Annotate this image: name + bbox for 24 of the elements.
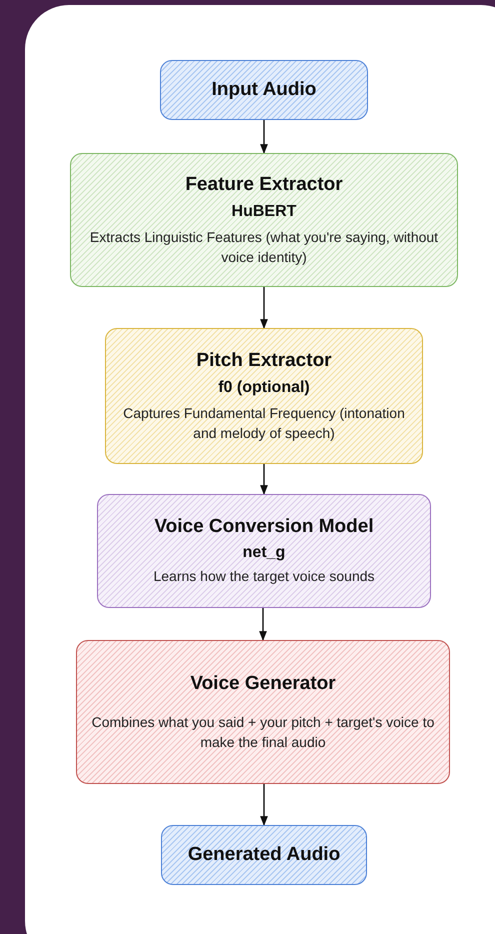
box-title: Feature Extractor	[185, 172, 343, 196]
box-title: Voice Generator	[190, 672, 336, 696]
arrow	[260, 464, 268, 495]
process-box	[105, 328, 423, 464]
box-title: Voice Conversion Model	[154, 515, 374, 540]
box-subtitle: HuBERT	[232, 202, 296, 222]
box-description: Learns how the target voice sounds	[153, 567, 375, 586]
box-title: Generated Audio	[188, 843, 340, 867]
box-title: Pitch Extractor	[196, 348, 332, 372]
arrow	[260, 120, 268, 154]
box-title: Input Audio	[212, 78, 316, 102]
box-subtitle: net_g	[242, 543, 286, 564]
process-box	[160, 60, 368, 120]
process-box	[70, 153, 458, 287]
process-box	[76, 640, 450, 784]
arrow	[260, 784, 268, 826]
box-description: Captures Fundamental Frequency (intonation and melody of speech)	[122, 404, 406, 443]
process-box	[97, 494, 431, 608]
arrow	[259, 608, 267, 641]
arrow	[260, 287, 268, 329]
box-description: Extracts Linguistic Features (what you're saying, without voice identity)	[88, 228, 440, 267]
box-subtitle: f0 (optional)	[218, 378, 310, 398]
box-description: Combines what you said + your pitch + target's voice to make the final audio	[90, 713, 436, 752]
process-box	[161, 825, 367, 885]
